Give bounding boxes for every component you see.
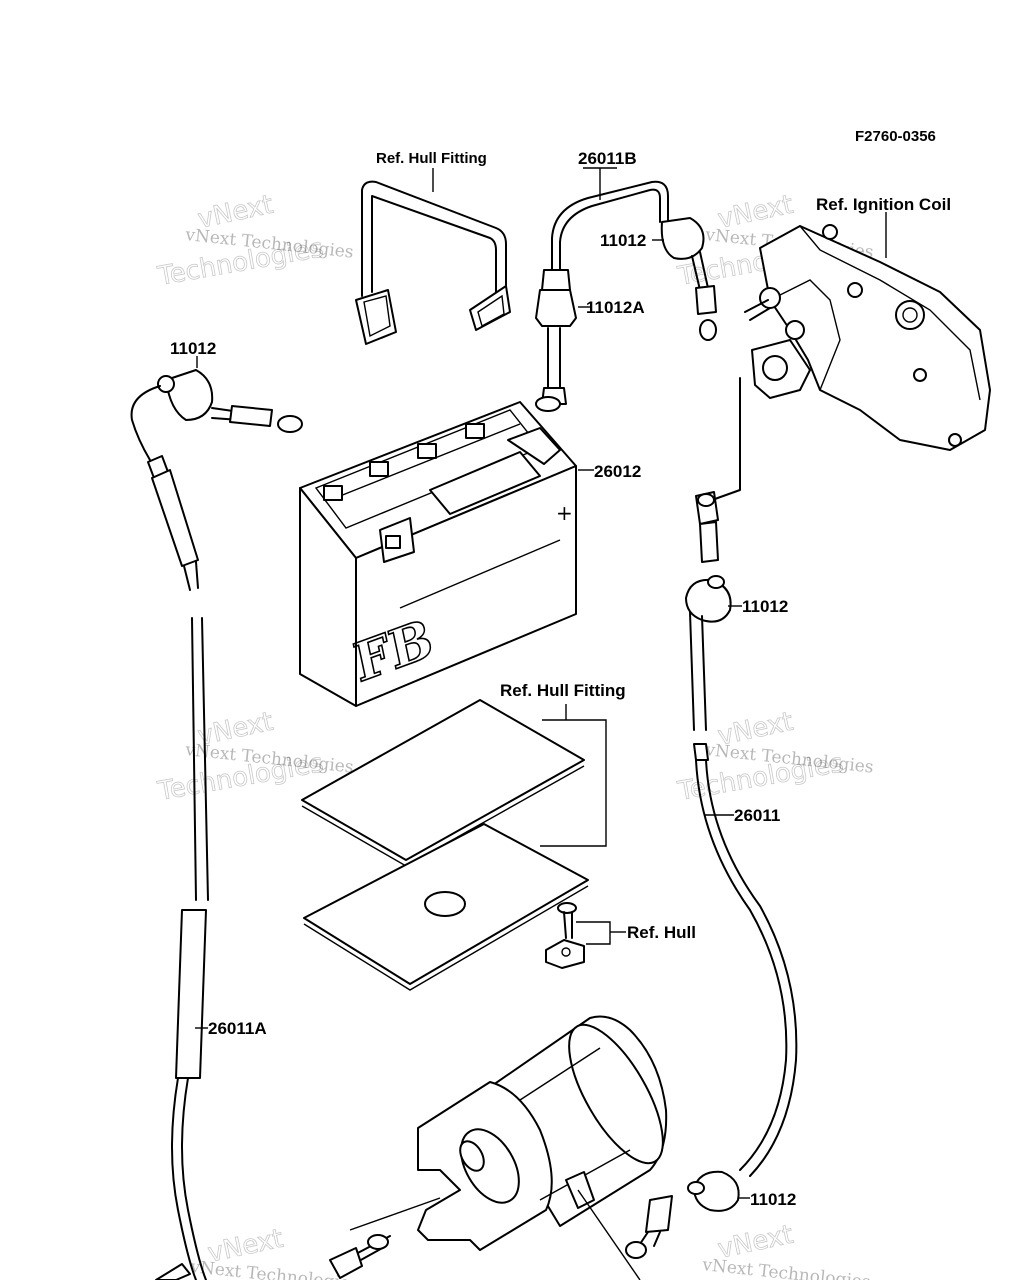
hull-fitting-pads [301,699,589,991]
leader-bracket [540,719,607,847]
cable-26011-upper [685,377,741,731]
watermark-bottom-left: vNext vNext Technologies [188,1223,359,1280]
watermark-text: vNext Technologies [700,1255,871,1280]
label-ref-hull-fitting-mid: Ref. Hull Fitting [500,681,626,700]
starter-motor [155,1015,668,1280]
terminal-cap-left [130,369,303,461]
label-11012a: 11012A [586,298,645,317]
label-26011b: 26011B [578,149,637,168]
label-26012: 26012 [594,462,641,481]
cable-26011a [147,455,209,1280]
label-11012-bottom: 11012 [750,1190,796,1209]
hull-fitting-strap [355,180,511,345]
label-26011a: 26011A [208,1019,267,1038]
label-ref-hull: Ref. Hull [627,923,696,942]
battery-plus-symbol: + [556,501,573,525]
label-11012-right: 11012 [742,597,788,616]
figure-code: F2760-0356 [855,128,936,145]
terminal-cap-bottom [625,1170,740,1259]
label-ref-ignition-coil: Ref. Ignition Coil [816,195,951,214]
label-11012-left: 11012 [170,339,216,358]
hull-bolt [545,902,585,969]
label-11012-top: 11012 [600,231,646,250]
cable-26011b [535,180,669,412]
watermark-bottom-right: vNext vNext Technologies [700,1219,871,1280]
leader-bracket [576,921,611,945]
cable-26011 [693,743,798,1177]
battery: FB + [299,401,577,707]
ignition-coil [744,224,991,451]
terminal-cap-top [660,217,717,341]
label-26011: 26011 [734,806,780,825]
label-ref-hull-fitting-top: Ref. Hull Fitting [376,150,487,167]
watermark-top-left: vNext vNext Technologies Technologies [155,189,355,292]
